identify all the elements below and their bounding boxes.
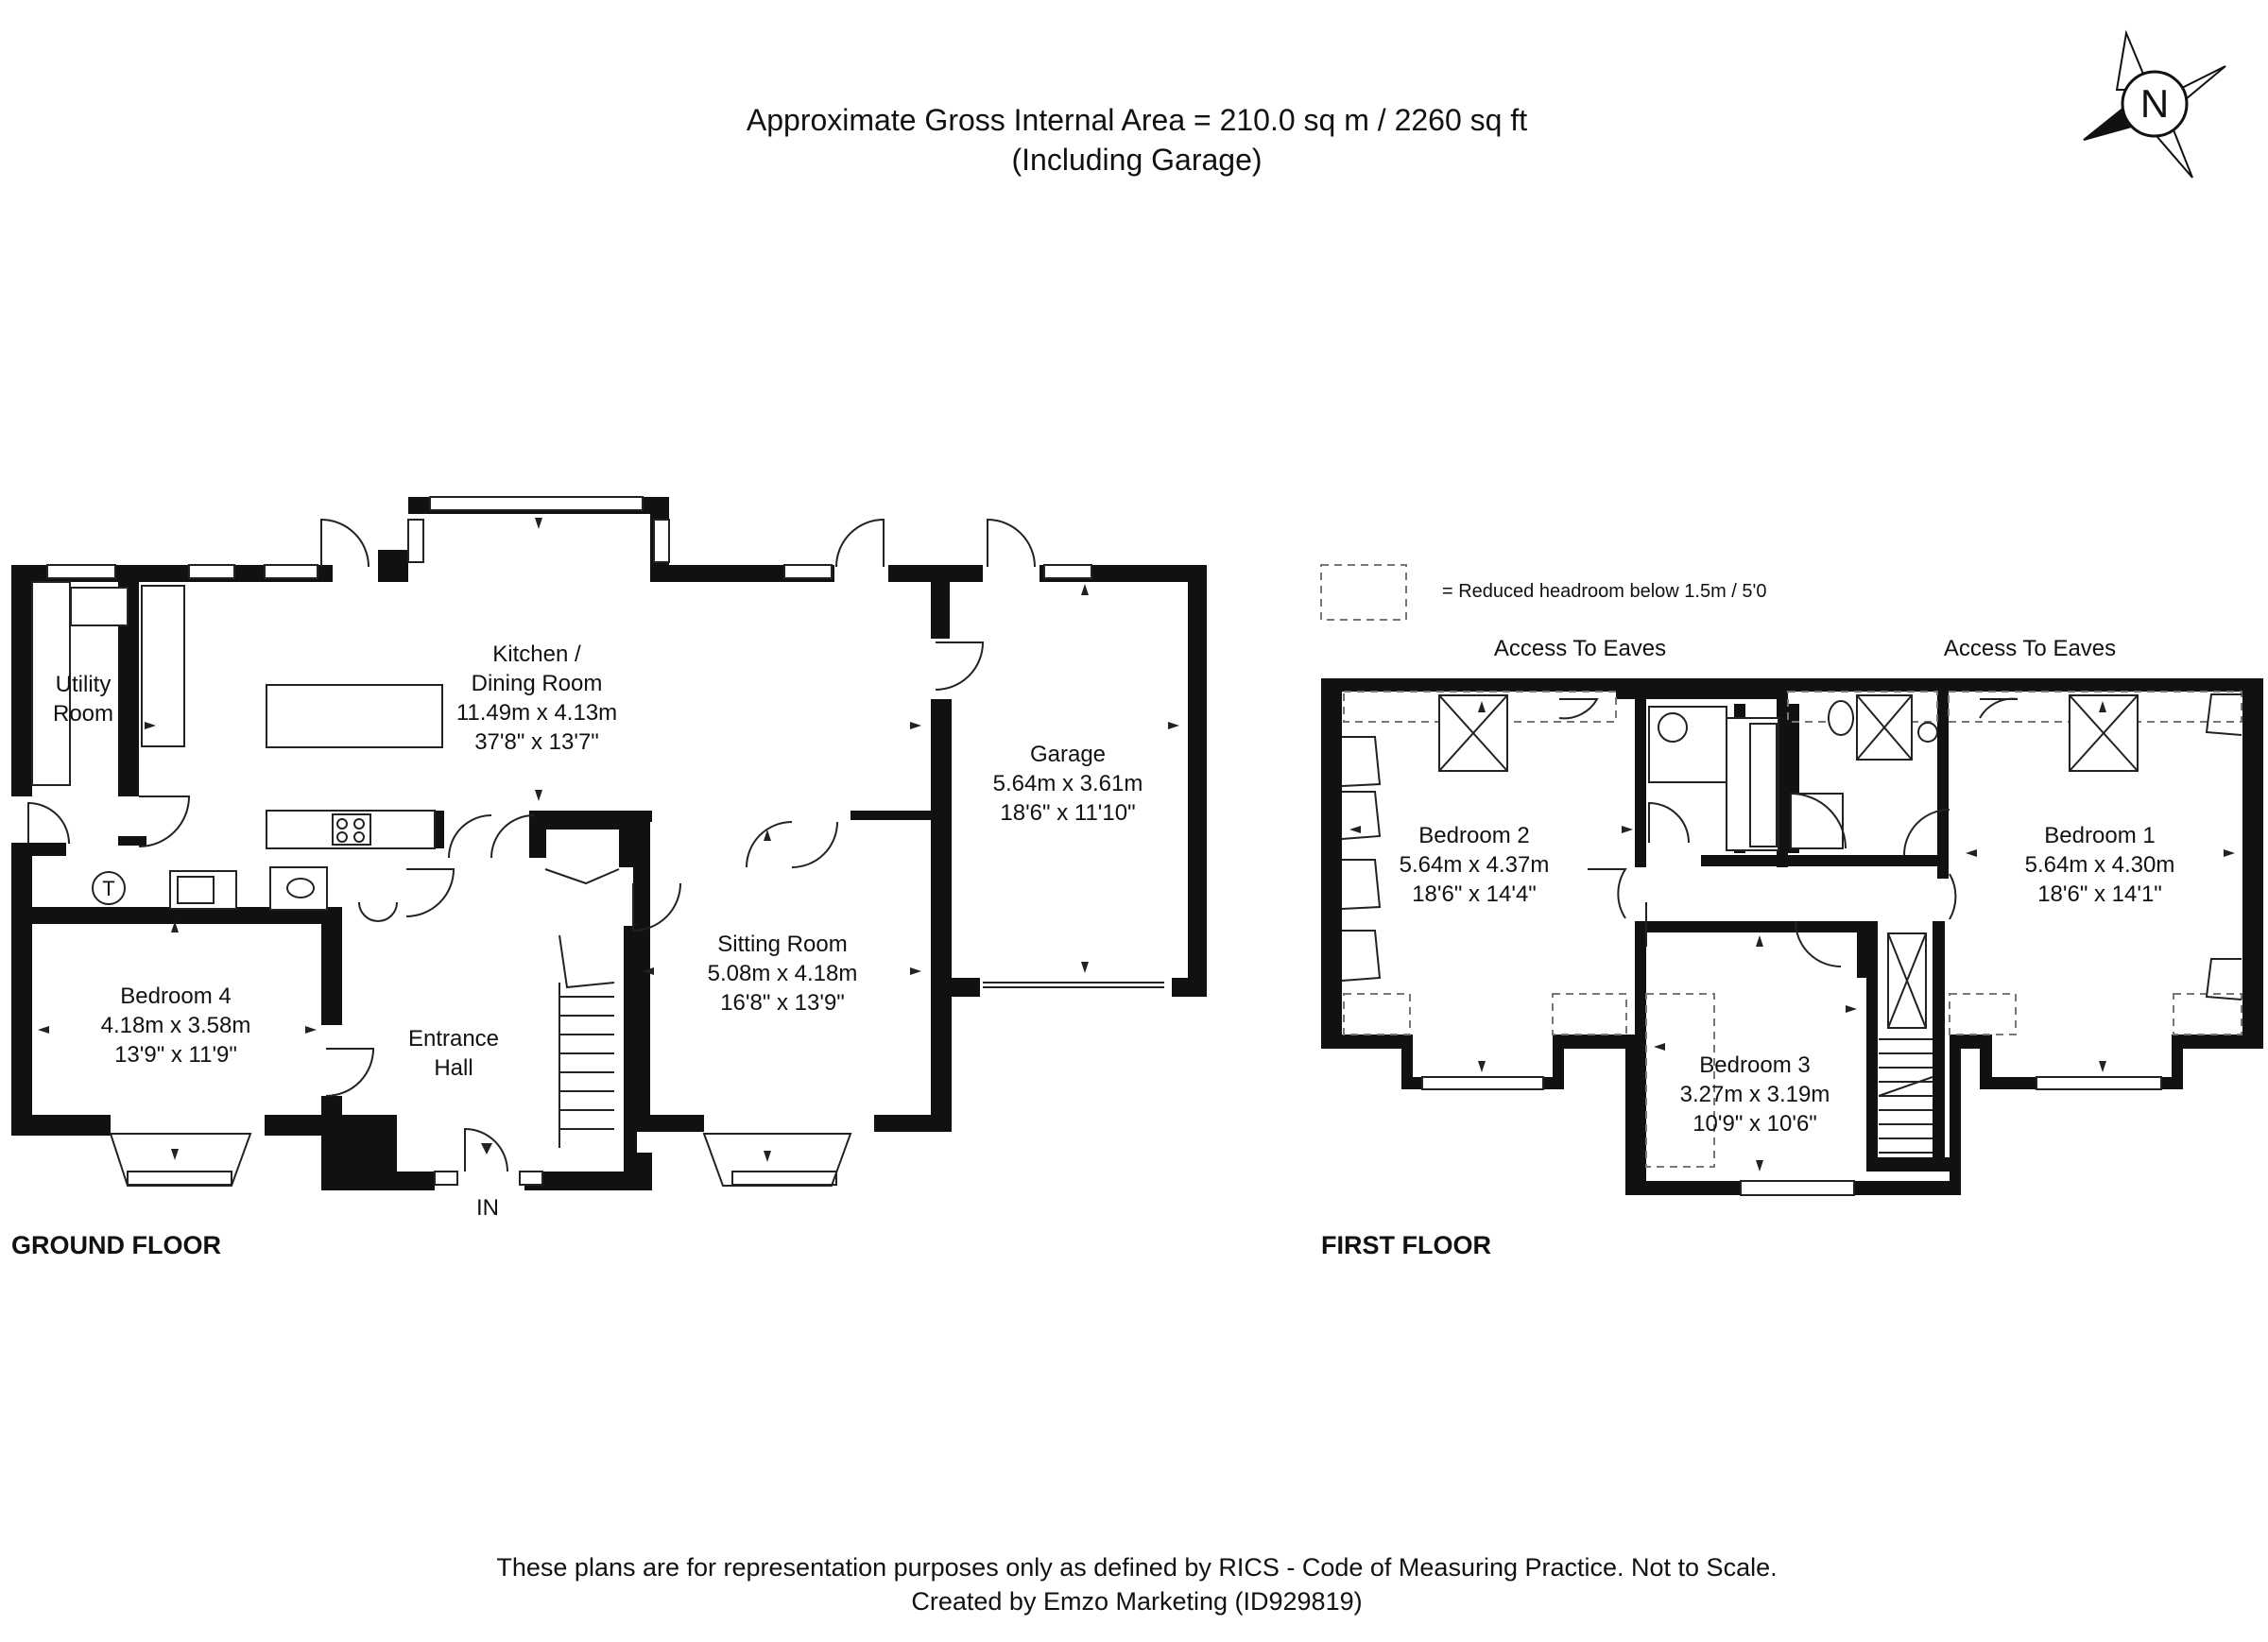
svg-text:5.08m x 4.18m: 5.08m x 4.18m (708, 961, 858, 986)
ground-floor-doors (27, 518, 1036, 1172)
bedroom-3-label: Bedroom 3 3.27m x 3.19m 10'9" x 10'6" (1680, 1052, 1830, 1137)
bedroom-2-label: Bedroom 2 5.64m x 4.37m 18'6" x 14'4" (1400, 823, 1550, 907)
tank-label: T (102, 877, 114, 900)
entrance-hall-label: Entrance Hall (408, 1026, 499, 1081)
bedroom-4-label: Bedroom 4 4.18m x 3.58m 13'9" x 11'9" (101, 983, 251, 1068)
garage-label: Garage 5.64m x 3.61m 18'6" x 11'10" (993, 742, 1143, 826)
first-floor-dimension-arrows (1349, 701, 2235, 1172)
svg-text:Garage: Garage (1030, 742, 1106, 767)
svg-text:5.64m x 3.61m: 5.64m x 3.61m (993, 771, 1143, 796)
svg-text:Bedroom 4: Bedroom 4 (120, 983, 231, 1009)
svg-text:5.64m x 4.30m: 5.64m x 4.30m (2025, 852, 2175, 878)
credit-text: Created by Emzo Marketing (ID929819) (911, 1587, 1362, 1616)
svg-text:Sitting Room: Sitting Room (717, 932, 847, 957)
ensuite-basin-icon (1917, 722, 1938, 743)
bedroom-1-wardrobes (2205, 693, 2242, 1001)
svg-text:Bedroom 2: Bedroom 2 (1418, 823, 1529, 848)
sitting-room-label: Sitting Room 5.08m x 4.18m 16'8" x 13'9" (708, 932, 858, 1016)
svg-text:18'6" x 11'10": 18'6" x 11'10" (1000, 800, 1135, 826)
reduced-headroom-legend-text: = Reduced headroom below 1.5m / 5'0 (1442, 581, 1766, 602)
bathroom-fixtures (1648, 700, 1938, 851)
kitchen-dining-room-label: Kitchen / Dining Room 11.49m x 4.13m 37'… (456, 641, 617, 755)
svg-text:Utility: Utility (56, 672, 112, 697)
skylight-icons (1438, 694, 2139, 1029)
utility-sink-icon (70, 587, 129, 626)
north-compass-icon: N (2083, 29, 2226, 179)
entrance-in-label: IN (476, 1195, 499, 1221)
bedroom-1-label: Bedroom 1 5.64m x 4.30m 18'6" x 14'1" (2025, 823, 2175, 907)
ground-floor-fixtures: T (31, 581, 615, 1148)
kitchen-island (266, 684, 443, 748)
svg-text:Bedroom 3: Bedroom 3 (1699, 1052, 1810, 1078)
water-tank-icon (92, 871, 126, 905)
gross-area-title: Approximate Gross Internal Area = 210.0 … (747, 103, 1527, 137)
ground-floor-label: GROUND FLOOR (11, 1231, 221, 1259)
svg-text:3.27m x 3.19m: 3.27m x 3.19m (1680, 1082, 1830, 1107)
first-floor-staircase-icon (1878, 1038, 1933, 1154)
toilet-icon (286, 878, 315, 898)
ensuite-toilet-icon (1828, 700, 1854, 736)
first-floor-windows (1421, 1076, 2162, 1196)
svg-text:13'9" x 11'9": 13'9" x 11'9" (114, 1042, 237, 1068)
ground-floor-plan: T (11, 496, 1207, 1259)
basin-icon (358, 901, 398, 922)
svg-text:11.49m x 4.13m: 11.49m x 4.13m (456, 700, 617, 726)
bedroom-2-wardrobes (1341, 736, 1382, 982)
compass-letter: N (2140, 81, 2169, 126)
disclaimer-text: These plans are for representation purpo… (496, 1553, 1777, 1582)
svg-text:37'8" x 13'7": 37'8" x 13'7" (474, 729, 599, 755)
svg-text:10'9" x 10'6": 10'9" x 10'6" (1692, 1111, 1817, 1137)
svg-text:Kitchen /: Kitchen / (492, 641, 581, 667)
svg-text:18'6" x 14'1": 18'6" x 14'1" (2037, 881, 2162, 907)
shower-icon (1790, 793, 1844, 849)
svg-text:Bedroom 1: Bedroom 1 (2044, 823, 2155, 848)
ground-floor-walls (11, 497, 1207, 1190)
first-floor-doors (1558, 697, 2019, 967)
svg-text:Entrance: Entrance (408, 1026, 499, 1052)
svg-text:4.18m x 3.58m: 4.18m x 3.58m (101, 1013, 251, 1038)
reduced-headroom-legend-swatch (1320, 564, 1407, 621)
utility-room-label: Utility Room (53, 672, 113, 727)
access-to-eaves-right: Access To Eaves (1944, 636, 2116, 661)
garage-note: (Including Garage) (1011, 143, 1262, 177)
staircase-icon (558, 934, 615, 1148)
svg-text:5.64m x 4.37m: 5.64m x 4.37m (1400, 852, 1550, 878)
svg-text:Dining Room: Dining Room (472, 671, 603, 696)
first-floor-plan: = Reduced headroom below 1.5m / 5'0 Acce… (1320, 564, 2263, 1259)
access-to-eaves-left: Access To Eaves (1494, 636, 1666, 661)
svg-text:16'8" x 13'9": 16'8" x 13'9" (720, 990, 845, 1016)
basin-icon (1658, 712, 1688, 743)
first-floor-label: FIRST FLOOR (1321, 1231, 1491, 1259)
svg-text:Hall: Hall (434, 1055, 472, 1081)
svg-text:18'6" x 14'4": 18'6" x 14'4" (1412, 881, 1537, 907)
ground-floor-bay-windows (109, 1133, 852, 1187)
svg-text:Room: Room (53, 701, 113, 727)
ground-floor-windows (46, 496, 1164, 1186)
ground-floor-dimension-arrows (38, 518, 1179, 1162)
